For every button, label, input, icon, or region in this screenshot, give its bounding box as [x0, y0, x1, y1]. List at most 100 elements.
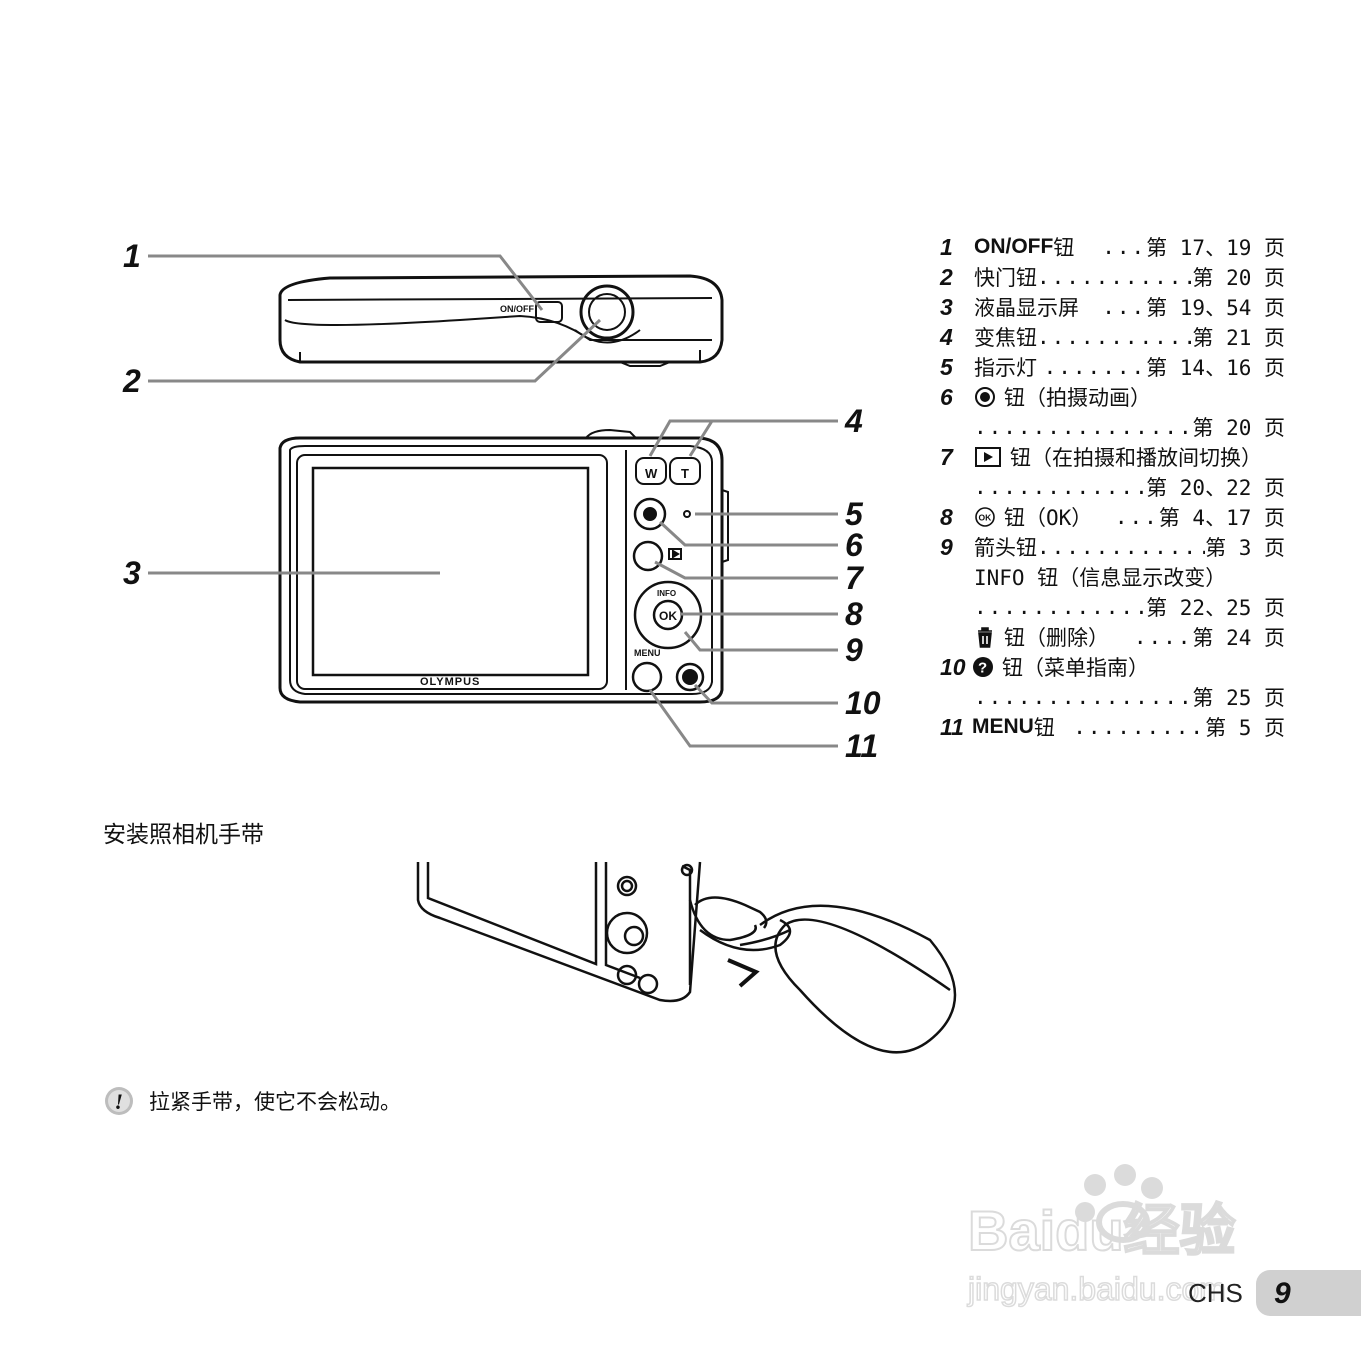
callout-9: 9: [845, 632, 863, 668]
legend-page: 第 3 页: [1205, 536, 1285, 560]
info-label: INFO: [657, 589, 676, 598]
legend-num: 6: [940, 383, 953, 410]
legend-dots: ............: [1037, 535, 1206, 559]
legend-text: 钮: [1033, 716, 1055, 740]
legend-page: 第 20 页: [1192, 416, 1285, 440]
callout-5: 5: [845, 496, 863, 532]
legend-key: ON/OFF: [974, 235, 1054, 258]
legend-page: 第 21 页: [1192, 326, 1285, 350]
watermark-url: jingyan.baidu.com: [967, 1271, 1226, 1307]
legend-dots: ...: [1114, 505, 1159, 529]
playback-icon: [975, 447, 1001, 467]
watermark-logo: Baidu经验 jingyan.baidu.com: [966, 1164, 1237, 1308]
legend-num: 7: [940, 443, 953, 470]
page-tab: [1256, 1270, 1361, 1316]
legend-dots: ............: [974, 595, 1147, 619]
legend-text: 钮（菜单指南）: [1002, 656, 1149, 680]
camera-back-view: [278, 428, 729, 704]
legend-row-5: 5 指示灯 ....... 第 14、16 页: [940, 352, 1285, 382]
legend-dots: ...........: [1037, 265, 1193, 289]
legend-page: 第 20 页: [1192, 266, 1285, 290]
zoom-t-button: [669, 457, 701, 485]
legend-row-7-page: ............ 第 20、22 页: [940, 472, 1285, 502]
legend-row-4: 4 变焦钮 ........... 第 21 页: [940, 322, 1285, 352]
legend-num: 10: [940, 653, 966, 680]
svg-text:?: ?: [978, 660, 987, 677]
t-label: T: [681, 466, 689, 481]
page-number: 9: [1274, 1277, 1291, 1310]
playback-button: [632, 540, 664, 572]
legend-row-8: 8 OK 钮（OK） ... 第 4、17 页: [940, 502, 1285, 532]
on-off-button: [535, 301, 563, 323]
svg-text:OK: OK: [979, 513, 993, 523]
callout-8: 8: [845, 596, 863, 632]
callout-10: 10: [845, 685, 881, 721]
language-label: CHS: [1188, 1278, 1243, 1308]
legend-page: 第 19、54 页: [1146, 296, 1285, 320]
movie-record-icon: [975, 387, 995, 407]
legend-dots: ....: [1133, 625, 1193, 649]
callout-3: 3: [123, 555, 141, 591]
legend-row-2: 2 快门钮 ........... 第 20 页: [940, 262, 1285, 292]
legend-dots: ...: [1102, 235, 1147, 259]
legend-num: 4: [940, 323, 953, 350]
legend-text: 钮（OK）: [1004, 506, 1093, 530]
shutter-button: [579, 284, 635, 340]
legend-num: 3: [940, 293, 953, 320]
legend-text: 箭头钮: [974, 536, 1037, 560]
legend-row-9-info-page: ............ 第 22、25 页: [940, 592, 1285, 622]
legend-row-7: 7 钮（在拍摄和播放间切换）: [940, 442, 1285, 472]
trash-icon: [978, 627, 992, 648]
legend-dots: ...: [1102, 295, 1147, 319]
legend-page: 第 24 页: [1192, 626, 1285, 650]
menu-button: [631, 661, 663, 693]
leader-lines: [148, 254, 838, 748]
legend-num: 9: [940, 533, 953, 560]
legend-page: 第 17、19 页: [1146, 236, 1285, 260]
legend-row-6: 6 钮（拍摄动画）: [940, 382, 1285, 412]
legend-row-11: 11 MENU 钮 ......... 第 5 页: [940, 712, 1285, 742]
legend-num: 11: [940, 713, 964, 740]
legend-num: 2: [940, 263, 953, 290]
callout-6: 6: [845, 527, 863, 563]
legend-row-9-info: INFO 钮（信息显示改变）: [940, 562, 1285, 592]
legend-row-3: 3 液晶显示屏 ... 第 19、54 页: [940, 292, 1285, 322]
legend-row-9-trash: 钮（删除） .... 第 24 页: [940, 622, 1285, 652]
legend-text: 钮: [1053, 236, 1075, 260]
ok-label: OK: [659, 609, 677, 623]
callout-11: 11: [845, 728, 879, 764]
legend-num: 5: [940, 353, 953, 380]
legend-row-6-page: ................ 第 20 页: [940, 412, 1285, 442]
legend-page: 第 5 页: [1205, 716, 1285, 740]
svg-text:!: !: [115, 1089, 124, 1114]
indicator-lamp: [683, 510, 691, 518]
legend-page: 第 20、22 页: [1146, 476, 1285, 500]
legend-text: 液晶显示屏: [974, 296, 1079, 320]
legend-text: 钮（删除）: [1004, 626, 1109, 650]
menu-label: MENU: [634, 648, 661, 658]
callout-2: 2: [123, 363, 141, 399]
legend-page: 第 25 页: [1192, 686, 1285, 710]
legend-row-10-page: ................ 第 25 页: [940, 682, 1285, 712]
legend-dots: ................: [974, 415, 1193, 439]
brand-label: OLYMPUS: [420, 676, 480, 688]
callout-4: 4: [845, 403, 863, 439]
legend-text: 钮（拍摄动画）: [1004, 386, 1151, 410]
help-button: [675, 662, 705, 692]
caution-text: 拉紧手带，使它不会松动。: [149, 1090, 401, 1114]
caution-note: ! 拉紧手带，使它不会松动。: [103, 1085, 401, 1117]
legend-page: 第 22、25 页: [1146, 596, 1285, 620]
legend-text: INFO 钮（信息显示改变）: [974, 566, 1227, 590]
zoom-w-button: [635, 457, 667, 485]
camera-top-view: [278, 274, 724, 367]
legend-dots: .......: [1043, 355, 1147, 379]
parts-legend: 1 ON/OFF 钮 ... 第 17、19 页 2 快门钮 .........…: [940, 232, 1285, 742]
legend-row-10: 10 ? 钮（菜单指南）: [940, 652, 1285, 682]
legend-num: 1: [940, 233, 953, 260]
legend-page: 第 14、16 页: [1146, 356, 1285, 380]
legend-dots: ................: [974, 685, 1193, 709]
legend-dots: .........: [1073, 715, 1206, 739]
legend-text: 指示灯: [974, 356, 1037, 380]
ok-icon: OK: [975, 507, 995, 527]
